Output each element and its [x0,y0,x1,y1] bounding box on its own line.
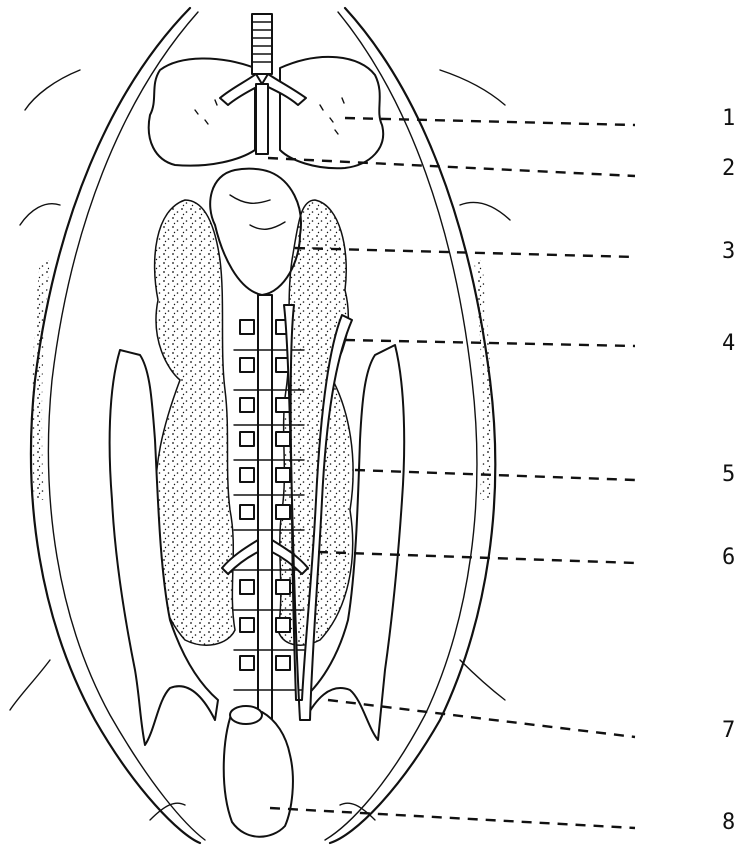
leader-line-4 [345,340,635,346]
label-3: 3 [722,241,735,263]
bladder [224,706,293,837]
label-5: 5 [722,464,735,486]
leader-line-8 [270,808,635,828]
label-6: 6 [722,547,735,569]
label-8: 8 [722,812,735,834]
label-4: 4 [722,333,735,355]
leader-line-1 [345,118,635,125]
heart [210,169,301,295]
label-2: 2 [722,158,735,180]
label-7: 7 [722,720,735,742]
label-1: 1 [722,108,735,130]
